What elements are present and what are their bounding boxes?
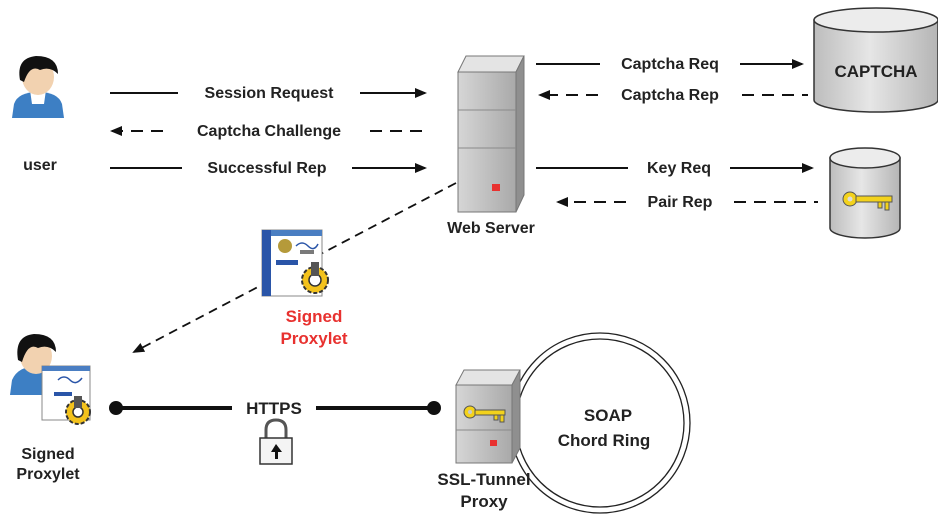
client-proxylet-icon — [41, 365, 91, 425]
user-icon — [12, 56, 64, 118]
captcha-database-label: CAPTCHA — [834, 62, 917, 81]
key-req-label: Key Req — [647, 160, 711, 177]
soap-label-line1: SOAP — [584, 406, 632, 425]
pair-rep-label: Pair Rep — [648, 194, 713, 211]
https-label: HTTPS — [246, 399, 302, 418]
https-connection — [109, 401, 441, 415]
key-icon — [463, 405, 506, 423]
signed-proxylet-label-line2: Proxylet — [280, 329, 347, 348]
captcha-challenge-label: Captcha Challenge — [197, 123, 341, 140]
signed-proxylet-label-line1: Signed — [286, 307, 343, 326]
captcha-database-icon — [813, 7, 938, 113]
session-request-label: Session Request — [205, 85, 335, 102]
lock-icon — [259, 418, 293, 465]
successful-rep-label: Successful Rep — [207, 160, 326, 177]
signed-proxylet-icon — [261, 229, 329, 297]
user-label: user — [23, 157, 57, 174]
captcha-rep-label: Captcha Rep — [621, 87, 719, 104]
key-icon — [842, 191, 893, 211]
client-proxylet-label-line2: Proxylet — [16, 466, 80, 483]
ssl-proxy-label-line2: Proxy — [460, 492, 508, 511]
soap-label-line2: Chord Ring — [558, 431, 651, 450]
gear-icon — [301, 262, 329, 294]
web-server-icon — [457, 55, 525, 213]
gear-icon — [65, 396, 91, 425]
ssl-proxy-label-line1: SSL-Tunnel — [437, 470, 530, 489]
client-proxylet-label-line1: Signed — [21, 446, 74, 463]
web-server-label: Web Server — [447, 220, 535, 237]
captcha-req-label: Captcha Req — [621, 56, 719, 73]
key-database-icon — [829, 147, 901, 239]
ssl-tunnel-proxy-icon — [455, 369, 521, 464]
